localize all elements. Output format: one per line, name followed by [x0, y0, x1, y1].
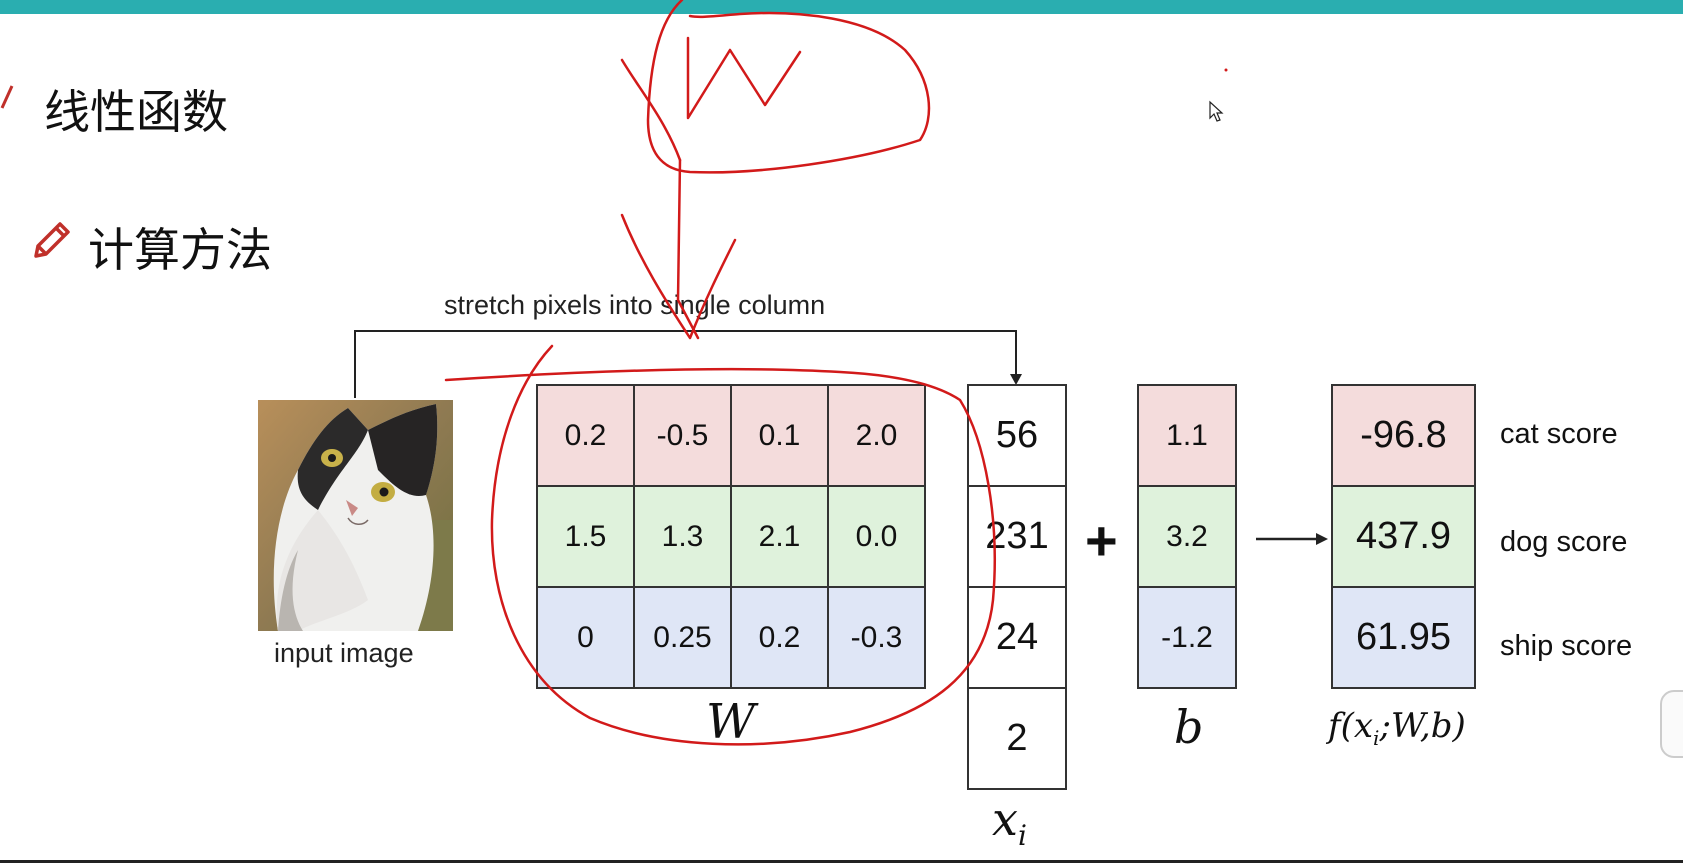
side-panel-tab[interactable]	[1660, 690, 1683, 758]
bottom-divider	[0, 860, 1683, 863]
w-label: W	[706, 694, 756, 750]
heading-calc-method: 计算方法	[88, 223, 272, 277]
stretch-pixels-label: stretch pixels into single column	[444, 290, 826, 320]
score-cell: 61.95	[1331, 586, 1476, 689]
x-cell: 231	[967, 485, 1067, 588]
x-label-sub: i	[1017, 819, 1027, 853]
cat-score-label: cat score	[1500, 418, 1618, 450]
w-cell: -0.5	[633, 384, 732, 487]
x-cell: 56	[967, 384, 1067, 487]
w-cell: -0.3	[827, 586, 926, 689]
w-cell: 2.0	[827, 384, 926, 487]
heading-linear-function: 线性函数	[44, 85, 228, 139]
w-cell: 0.25	[633, 586, 732, 689]
mouse-cursor-icon	[1209, 100, 1224, 122]
w-cell: 0	[536, 586, 635, 689]
x-label: xi	[992, 792, 1027, 852]
f-label: f(xi;W,b)	[1328, 706, 1466, 750]
x-label-main: x	[992, 792, 1018, 846]
ship-score-label: ship score	[1500, 630, 1633, 662]
f-label-tail: ;W,b)	[1379, 706, 1466, 746]
f-label-head: f(x	[1328, 706, 1374, 746]
w-cell: 1.5	[536, 485, 635, 588]
dog-score-label: dog score	[1500, 526, 1628, 558]
score-cell: -96.8	[1331, 384, 1476, 487]
b-label: b	[1174, 700, 1204, 754]
pencil-icon	[34, 222, 70, 258]
pencil-icon	[0, 85, 14, 109]
b-cell: 3.2	[1137, 485, 1237, 588]
w-cell: 0.0	[827, 485, 926, 588]
w-cell: 0.1	[730, 384, 829, 487]
w-cell: 2.1	[730, 485, 829, 588]
x-cell: 24	[967, 586, 1067, 689]
cat-input-image	[258, 400, 453, 631]
f-label-sub: i	[1373, 725, 1380, 750]
plus-sign: +	[1085, 509, 1118, 572]
w-cell: 0.2	[730, 586, 829, 689]
w-cell: 0.2	[536, 384, 635, 487]
score-cell: 437.9	[1331, 485, 1476, 588]
b-cell: 1.1	[1137, 384, 1237, 487]
input-image-label: input image	[274, 638, 414, 668]
w-cell: 1.3	[633, 485, 732, 588]
b-cell: -1.2	[1137, 586, 1237, 689]
x-cell: 2	[967, 687, 1067, 790]
